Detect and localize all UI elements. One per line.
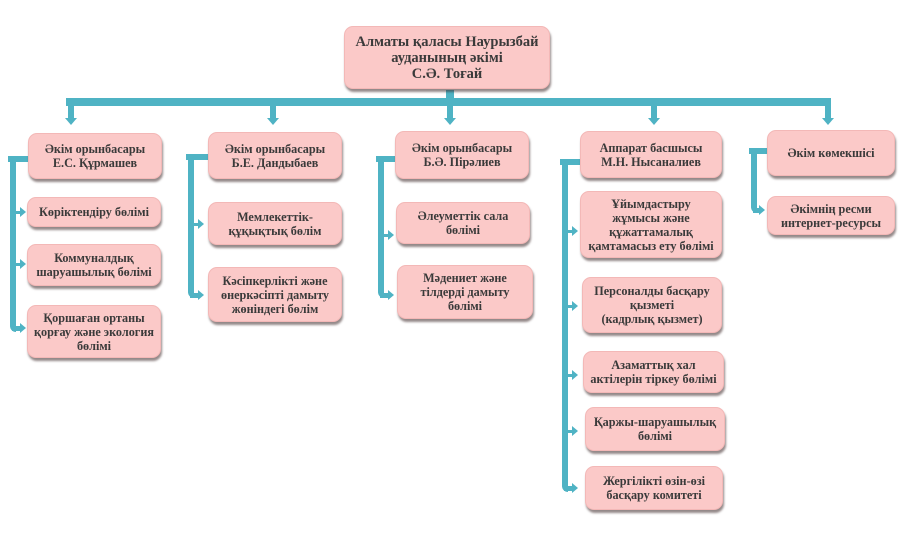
branch-1-child-3-label: Қоршаған ортаны қорғау және экология бөл… [34,310,154,353]
branch-3-child-2: Мәдениет және тілдерді дамыту бөлімі [397,265,533,319]
branch-2-link-2 [190,293,200,298]
branch-1-child-2-label: Коммуналдық шаруашылық бөлімі [36,251,152,279]
drop-line-1 [68,104,74,118]
branch-1-stub [8,156,28,162]
branch-1-link-3 [12,326,22,331]
arrow-right-icon [572,301,578,311]
arrow-right-icon [572,370,578,380]
branch-1-child-1-label: Көріктендіру бөлімі [39,205,149,219]
arrow-right-icon [198,290,204,300]
branch-2-link-1 [194,223,200,226]
arrow-right-icon [20,207,26,217]
branch-3-head: Әкім орынбасары Б.Ә. Пірәлиев [395,131,529,179]
branch-1-head-label: Әкім орынбасары Е.С. Құрмашев [44,142,146,170]
branch-4-link-2 [568,305,574,308]
main-horizontal-bar [66,98,831,106]
arrow-down-icon [648,118,660,125]
branch-4-stub [560,159,582,165]
branch-2-head: Әкім орынбасары Б.Е. Дандыбаев [208,132,342,179]
branch-4-link-1 [568,230,574,233]
branch-4-child-4: Қаржы-шаруашылық бөлімі [585,407,725,451]
branch-1-link-2 [16,263,22,266]
branch-1-child-3: Қоршаған ортаны қорғау және экология бөл… [27,305,161,358]
branch-3-child-1: Әлеуметтік сала бөлімі [396,202,530,244]
branch-3-link-1 [384,234,390,237]
branch-5-link-1 [753,208,761,213]
arrow-down-icon [444,118,456,125]
drop-line-4 [651,104,657,118]
branch-3-head-label: Әкім орынбасары Б.Ә. Пірәлиев [411,141,513,169]
arrow-right-icon [759,205,765,215]
drop-line-3 [447,104,453,118]
branch-5-vertical [751,148,757,213]
branch-5-child-1-label: Әкімнің ресми интернет-ресурсы [780,201,882,230]
branch-2-child-1-label: Мемлекеттік- құқықтық бөлім [228,209,322,238]
branch-2-child-2-label: Кәсіпкерлікті және өнеркәсіпті дамыту жө… [221,273,329,316]
branch-4-child-2: Персоналды басқару қызметі (кадрлық қызм… [582,277,722,333]
root-stem [446,90,454,100]
branch-3-stub [376,156,396,162]
branch-2-stub [186,154,208,160]
branch-4-link-4 [568,430,574,433]
arrow-right-icon [388,290,394,300]
arrow-right-icon [572,483,578,493]
branch-1-head: Әкім орынбасары Е.С. Құрмашев [28,133,162,179]
branch-4-child-5-label: Жергілікті өзін-өзі басқару комитеті [602,474,706,502]
arrow-down-icon [65,118,77,125]
arrow-right-icon [198,219,204,229]
branch-1-vertical [10,156,16,332]
branch-5-child-1: Әкімнің ресми интернет-ресурсы [767,196,895,235]
arrow-right-icon [20,323,26,333]
root-node-district-akim: Алматы қаласы Наурызбай ауданының әкімі … [344,26,550,89]
branch-3-link-2 [380,293,390,298]
branch-5-head-label: Әкім көмекшісі [787,146,875,160]
branch-4-vertical [562,159,568,492]
arrow-right-icon [20,259,26,269]
arrow-right-icon [388,230,394,240]
branch-4-child-3: Азаматтық хал актілерін тіркеу бөлімі [583,351,724,393]
branch-5-head: Әкім көмекшісі [767,130,895,176]
branch-1-child-2: Коммуналдық шаруашылық бөлімі [27,244,161,286]
branch-1-link-1 [16,211,22,214]
branch-2-child-1: Мемлекеттік- құқықтық бөлім [208,202,342,245]
branch-4-head: Аппарат басшысы М.Н. Нысаналиев [580,131,722,178]
arrow-right-icon [572,226,578,236]
arrow-right-icon [572,426,578,436]
branch-4-link-3 [568,374,574,377]
branch-2-head-label: Әкім орынбасары Б.Е. Дандыбаев [224,141,326,170]
branch-4-child-1: Ұйымдастыру жұмысы және құжаттамалық қам… [580,191,722,258]
branch-4-child-3-label: Азаматтық хал актілерін тіркеу бөлімі [590,358,717,386]
arrow-down-icon [822,118,834,125]
branch-4-child-5: Жергілікті өзін-өзі басқару комитеті [585,466,723,510]
branch-4-child-4-label: Қаржы-шаруашылық бөлімі [593,415,717,443]
branch-4-head-label: Аппарат басшысы М.Н. Нысаналиев [599,140,703,169]
branch-3-child-2-label: Мәдениет және тілдерді дамыту бөлімі [420,271,510,313]
drop-line-2 [270,104,276,118]
branch-4-link-5 [564,486,574,491]
drop-line-5 [825,104,831,118]
branch-2-child-2: Кәсіпкерлікті және өнеркәсіпті дамыту жө… [208,267,342,322]
branch-5-stub [749,148,769,154]
branch-4-child-1-label: Ұйымдастыру жұмысы және құжаттамалық қам… [588,196,714,253]
branch-3-child-1-label: Әлеуметтік сала бөлімі [417,209,509,237]
root-node-label: Алматы қаласы Наурызбай ауданының әкімі … [355,33,539,82]
branch-3-vertical [378,156,384,298]
branch-4-child-2-label: Персоналды басқару қызметі (кадрлық қызм… [594,284,710,326]
branch-2-vertical [188,154,194,298]
branch-1-child-1: Көріктендіру бөлімі [27,197,161,227]
arrow-down-icon [267,118,279,125]
